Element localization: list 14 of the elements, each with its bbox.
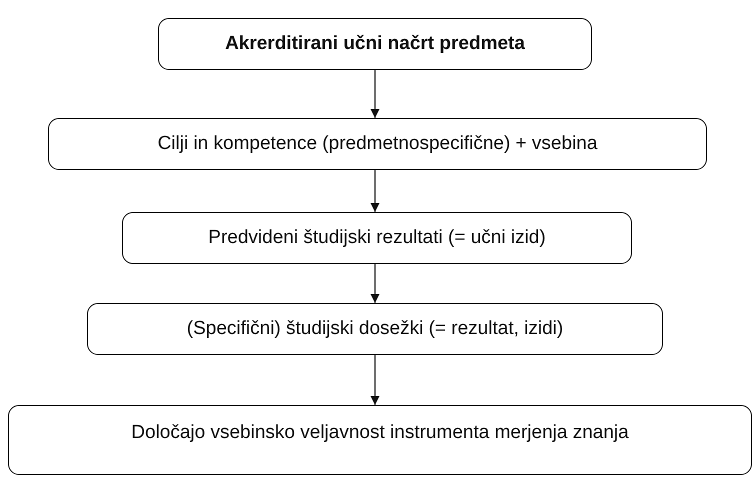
arrow — [370, 264, 380, 303]
process-box — [48, 118, 707, 170]
box-label: (Specifični) študijski dosežki (= rezultat, izidi) — [186, 318, 564, 340]
arrow — [370, 70, 380, 118]
process-box — [87, 303, 663, 355]
box-label: Določajo vsebinsko veljavnost instrumenta merjenja znanja — [131, 422, 629, 444]
arrow — [370, 355, 380, 405]
process-box — [158, 18, 592, 70]
box-label: Predvideni študijski rezultati (= učni izid) — [208, 227, 546, 249]
box-label: Akrerditirani učni načrt predmeta — [225, 33, 525, 55]
box-label: Cilji in kompetence (predmetnospecifične) + vsebina — [158, 133, 598, 155]
arrow — [370, 170, 380, 212]
process-box — [8, 405, 752, 475]
process-box — [122, 212, 632, 264]
